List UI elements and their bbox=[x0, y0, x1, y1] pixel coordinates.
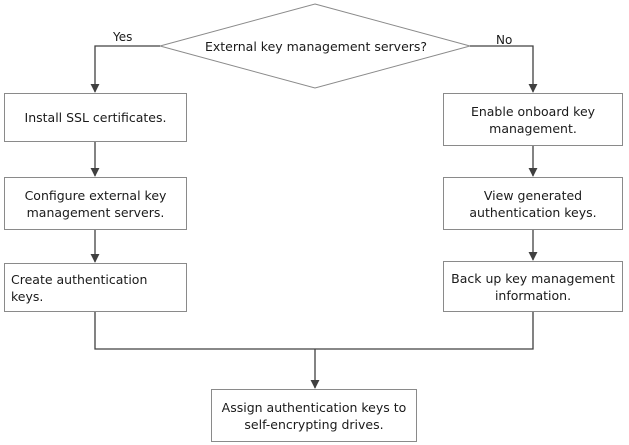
merge-line bbox=[94, 312, 534, 350]
yes-label: Yes bbox=[113, 30, 133, 44]
step-view-generated-keys: View generated authentication keys. bbox=[443, 177, 623, 230]
step-assign-keys-to-drives: Assign authentication keys to self-encry… bbox=[211, 389, 417, 442]
decision-diamond bbox=[158, 3, 472, 89]
step-enable-onboard-key-management: Enable onboard key management. bbox=[443, 93, 623, 146]
no-branch-line bbox=[470, 45, 538, 93]
step-configure-external-key-servers: Configure external key management server… bbox=[4, 177, 187, 230]
step-back-up-key-management: Back up key management information. bbox=[443, 261, 623, 312]
step-install-ssl-certificates: Install SSL certificates. bbox=[4, 93, 187, 142]
step-create-authentication-keys: Create authentication keys. bbox=[4, 263, 187, 312]
yes-branch-line bbox=[90, 45, 160, 93]
no-label: No bbox=[496, 33, 513, 47]
decision-question: External key management servers? bbox=[204, 38, 428, 54]
